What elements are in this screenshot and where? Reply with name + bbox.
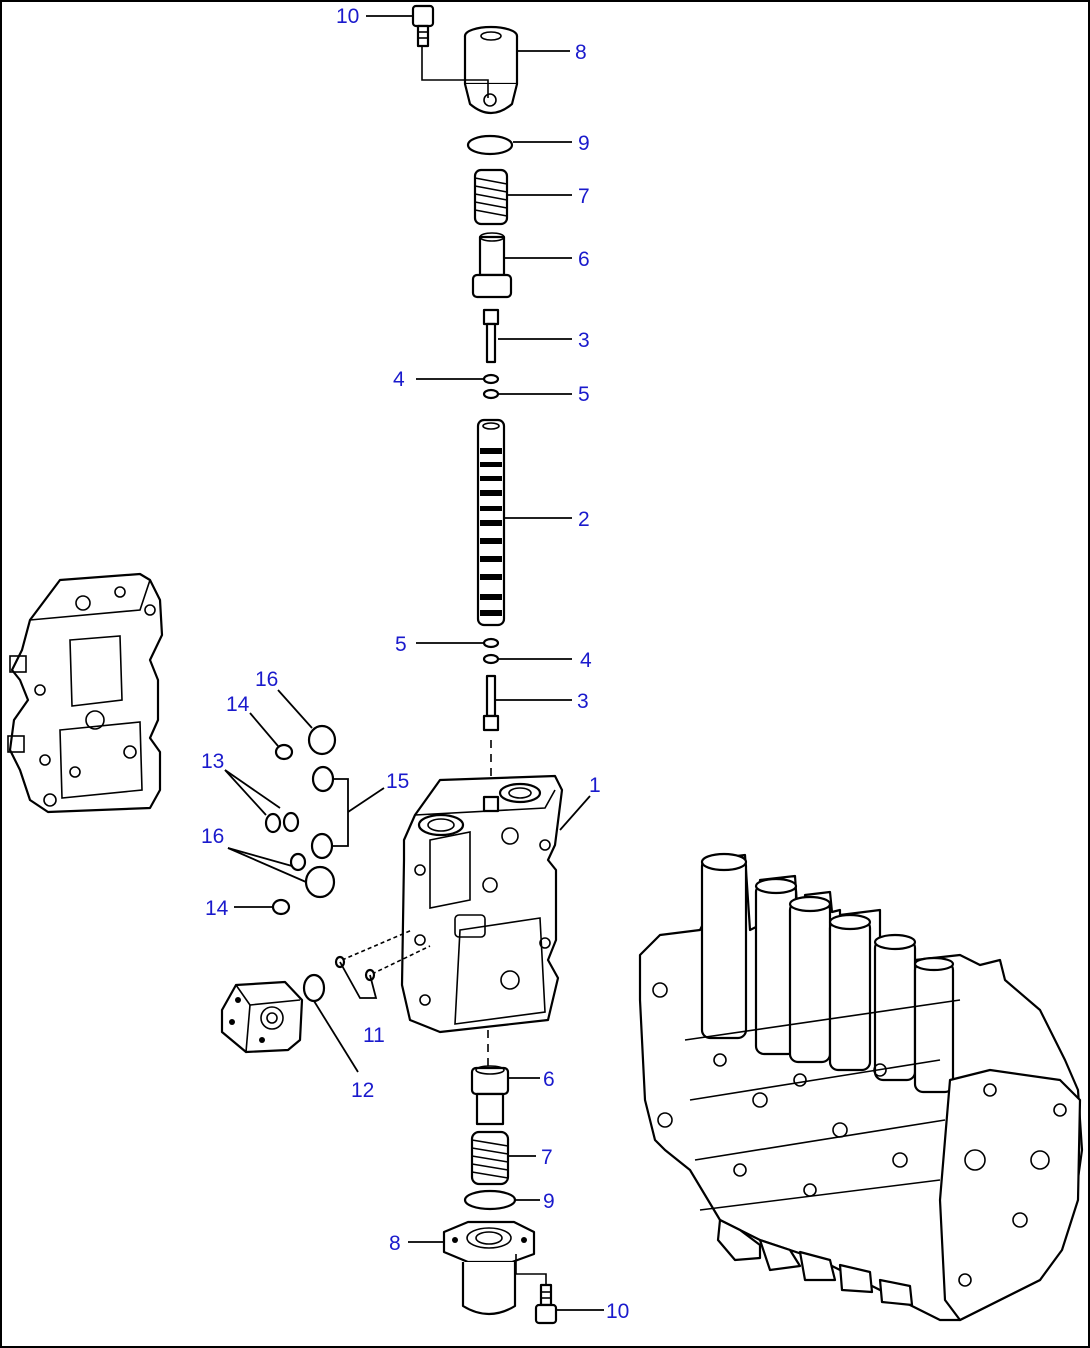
part-16-oring-b [304,865,336,899]
part-14-oring-b [271,898,291,916]
part-16-oring-b-small [289,852,307,872]
callout-5-mid: 5 [395,633,407,656]
part-10-bolt-top [411,4,435,48]
part-5-ring-top [482,388,500,400]
callout-1: 1 [589,774,601,797]
callout-13: 13 [201,750,224,773]
part-2-spool [476,418,506,627]
callout-5-top: 5 [578,383,590,406]
callout-9-top: 9 [578,132,590,155]
callout-15: 15 [386,770,409,793]
leader-lines [224,15,604,1311]
main-control-valve-assembly [638,852,1084,1322]
callout-6-bottom: 6 [543,1068,555,1091]
callout-2: 2 [578,508,590,531]
part-13-oring-b [282,811,300,833]
callout-16-lower: 16 [201,825,224,848]
part-8-cap-top [421,25,519,115]
part-3-pin-mid [482,674,500,732]
part-5-ring-mid [482,637,500,649]
part-14-oring-a [274,743,294,761]
callout-6-top: 6 [578,248,590,271]
callout-3-top: 3 [578,329,590,352]
part-10-bolt-bottom [534,1283,558,1325]
part-6-seat-bottom [470,1065,510,1126]
part-3-pin-top [482,308,500,364]
part-7-spring-bottom [470,1130,510,1186]
small-valve-block [220,980,304,1054]
callout-10-top: 10 [336,5,359,28]
part-15-oring-lower [310,832,334,860]
part-4-ring-mid [482,653,500,665]
callout-11: 11 [363,1024,385,1047]
part-9-oring-bottom [463,1189,517,1211]
callout-10-bottom: 10 [606,1300,629,1323]
side-valve-section [7,572,164,814]
callout-7-bottom: 7 [541,1146,553,1169]
callout-12: 12 [351,1079,374,1102]
part-6-seat-top [471,232,513,299]
part-12-oring [302,973,326,1003]
part-4-ring-top [482,373,500,385]
callout-8-bottom: 8 [389,1232,401,1255]
callout-8-top: 8 [575,41,587,64]
part-1-valve-body [400,774,564,1034]
callout-16-upper: 16 [255,668,278,691]
callout-3-mid: 3 [577,690,589,713]
callout-14-lower: 14 [205,897,229,920]
part-15-oring-upper [311,765,335,793]
callout-9-bottom: 9 [543,1190,555,1213]
callout-4-mid: 4 [580,649,592,672]
callout-14-upper: 14 [226,693,250,716]
part-11-pins [334,929,431,982]
part-8-cap-bottom [442,1220,547,1316]
part-9-oring-top [466,134,514,156]
callout-4-top: 4 [393,368,405,391]
part-7-spring-top [473,168,509,226]
callout-7-top: 7 [578,185,590,208]
part-13-oring-a [264,812,282,834]
part-16-oring-a [307,724,337,756]
